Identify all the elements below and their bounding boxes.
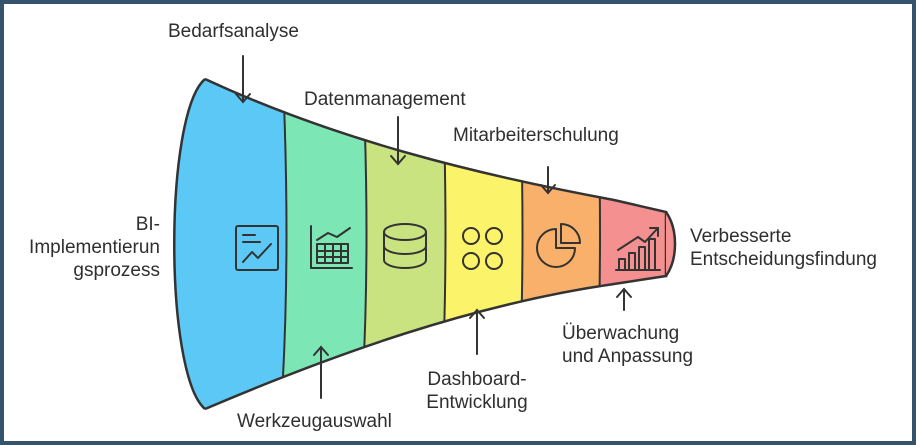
funnel-diagram <box>173 55 677 411</box>
stage-label-datenmanagement: Datenmanagement <box>304 89 466 110</box>
spreadsheet-chart-icon <box>310 225 353 269</box>
stage-band-werkzeugauswahl <box>277 79 375 409</box>
growth-bar-chart-icon <box>615 227 661 271</box>
stage-band-bedarfsanalyse <box>205 79 290 409</box>
stage-band-ueberwachung <box>592 79 666 409</box>
funnel-end-cap <box>664 211 677 277</box>
stage-label-werkzeugauswahl: Werkzeugauswahl <box>237 411 392 432</box>
stage-label-mitarbeiterschulung: Mitarbeiterschulung <box>453 125 619 146</box>
line-chart-icon <box>235 225 279 271</box>
arrow-dashboard <box>469 308 485 355</box>
funnel-mouth <box>173 78 206 410</box>
stage-label-dashboard-entwicklung: Dashboard- Entwicklung <box>426 369 528 413</box>
arrow-bedarfsanalyse <box>235 55 251 104</box>
pie-chart-icon <box>536 223 581 268</box>
dashboard-grid-icon <box>462 227 503 270</box>
database-icon <box>383 223 427 269</box>
arrow-datenmanagement <box>390 116 406 166</box>
stage-label-ueberwachung: Überwachung und Anpassung <box>562 323 694 367</box>
arrow-werkzeugauswahl <box>313 345 329 399</box>
arrow-mitarbeiterschulung <box>540 166 556 195</box>
stage-label-bedarfsanalyse: Bedarfsanalyse <box>168 21 299 42</box>
arrow-ueberwachung <box>616 287 632 311</box>
start-label: BI- Implementierun gsprozess <box>29 214 160 281</box>
diagram-canvas: BI- Implementierun gsprozess Verbesserte… <box>4 4 912 441</box>
end-label: Verbesserte Entscheidungsfindung <box>690 226 877 270</box>
